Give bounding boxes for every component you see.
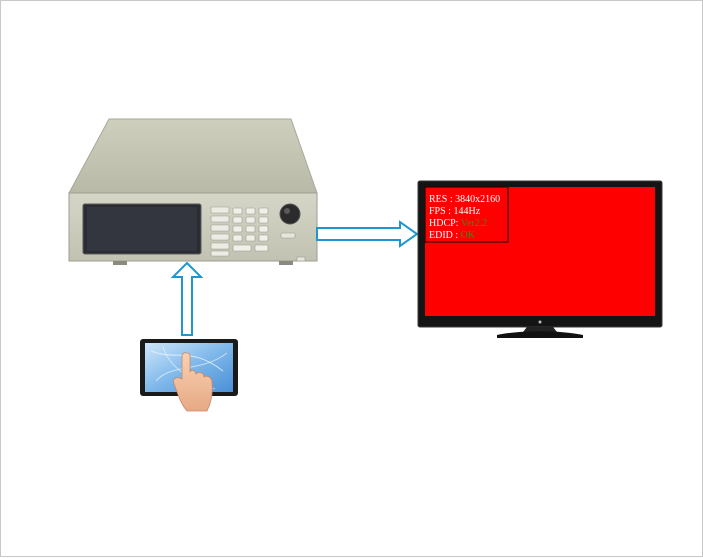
device-menu-buttons: [210, 206, 230, 257]
osd-value: 144Hz: [453, 206, 480, 217]
pointing-hand-icon: [173, 352, 213, 412]
osd-value: Ver2.2: [461, 218, 487, 229]
television-icon: [417, 180, 663, 338]
device-keypad: [232, 207, 269, 252]
osd-label: RES :: [429, 194, 455, 205]
osd-line-hdcp: HDCP: Ver2.2: [429, 218, 487, 229]
arrow-up-tablet-to-device: [170, 261, 204, 336]
osd-value: 3840x2160: [455, 194, 500, 205]
osd-line-fps: FPS : 144Hz: [429, 206, 481, 217]
arrow-right-device-to-monitor: [316, 220, 419, 248]
osd-label: HDCP:: [429, 218, 461, 229]
signal-generator-icon: [68, 118, 318, 265]
monitor-screen: [425, 187, 655, 316]
osd-line-edid: EDID : OK: [429, 230, 476, 241]
osd-value: OK: [461, 230, 476, 241]
device-knob: [279, 203, 301, 225]
osd-label: EDID :: [429, 230, 461, 241]
osd-line-res: RES : 3840x2160: [429, 194, 500, 205]
osd-label: FPS :: [429, 206, 453, 217]
